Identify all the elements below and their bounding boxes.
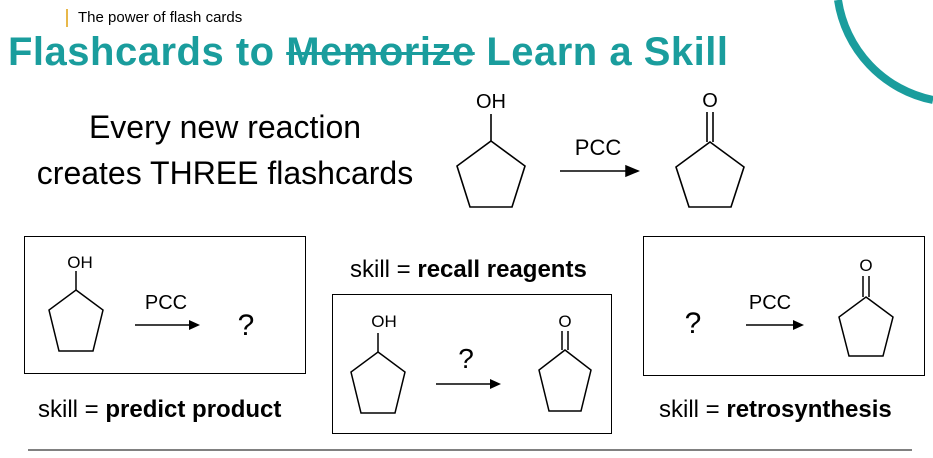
card-2-product-label: O xyxy=(558,312,571,331)
card-3-product-label: O xyxy=(859,256,872,275)
card-3-reagent-label: PCC xyxy=(749,292,791,314)
main-product-label: O xyxy=(702,90,718,112)
main-reactant-label: OH xyxy=(476,91,506,113)
card-1-reagent-label: PCC xyxy=(145,292,187,314)
skill-prefix: skill = xyxy=(350,256,418,283)
card-2-reactant-label: OH xyxy=(371,312,397,331)
skill-name: predict product xyxy=(105,396,282,423)
title-part-1: Flashcards to xyxy=(8,30,287,74)
title-part-2: Learn a Skill xyxy=(474,30,729,74)
intro-line-2: creates THREE flashcards xyxy=(36,155,414,191)
skill-name: recall reagents xyxy=(417,256,587,283)
slide-tagline: The power of flash cards xyxy=(66,9,242,27)
main-reaction-arrow xyxy=(560,164,640,178)
skill-label-retrosynthesis: skill = retrosynthesis xyxy=(659,396,892,424)
cyclopentanone-structure xyxy=(675,112,745,208)
card-1-reactant-label: OH xyxy=(67,253,93,272)
skill-prefix: skill = xyxy=(38,396,106,423)
skill-label-recall-reagents: skill = recall reagents xyxy=(350,256,587,284)
intro-line-1: Every new reaction xyxy=(88,109,362,145)
card-1-unknown: ? xyxy=(238,309,255,342)
cyclopentanol-structure xyxy=(456,114,526,208)
slide-title: Flashcards to Memorize Learn a Skill xyxy=(8,30,728,75)
card-2-unknown: ? xyxy=(458,343,474,374)
main-reagent-label: PCC xyxy=(575,135,622,160)
skill-label-predict-product: skill = predict product xyxy=(38,396,281,424)
skill-prefix: skill = xyxy=(659,396,727,423)
flashcard-predict-product xyxy=(24,236,306,374)
title-struck-word: Memorize xyxy=(286,30,475,74)
intro-text: Every new reaction creates THREE flashca… xyxy=(30,104,420,196)
skill-name: retrosynthesis xyxy=(726,396,892,423)
card-3-unknown: ? xyxy=(685,307,702,340)
